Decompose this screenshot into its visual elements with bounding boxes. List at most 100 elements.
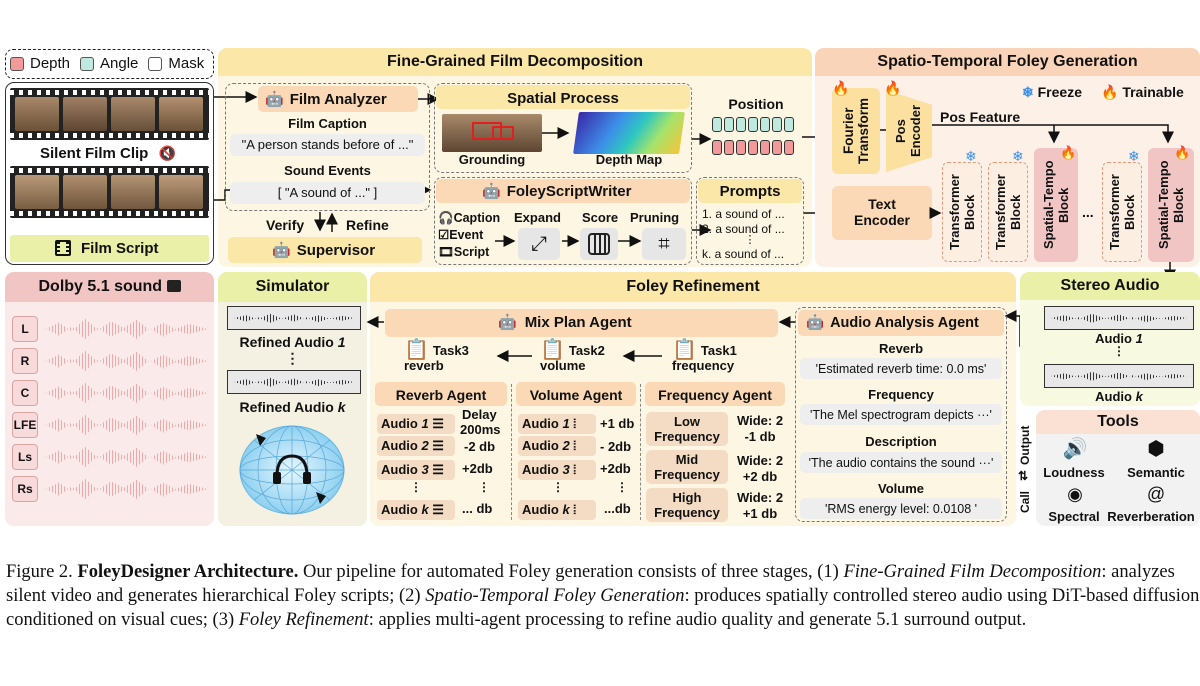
supervisor-label: 🤖Supervisor [272,242,376,259]
volume-audio-3: Audio 3 ⦙ [518,460,596,480]
reverb-agent-label: Reverb Agent [395,387,487,403]
pos-feature-label: Pos Feature [940,109,1021,125]
reverb-agent-header [375,382,507,406]
semantic-icon: ⬢ [1147,438,1165,460]
position-label: Position [728,96,784,112]
volume-val-k: ...db [604,501,631,516]
prompt-k: k. a sound of ... [702,247,785,261]
snowflake-icon: ❄ [1012,148,1024,164]
grounding-label: Grounding [458,152,526,167]
volume-audio-2: Audio 2 ⦙ [518,436,596,456]
robot-icon: 🤖 [806,315,825,331]
checklist-icon: ☑ [438,228,450,242]
stereo-dots: ⋮ [1113,344,1125,358]
fgd-title: Fine-Grained Film Decomposition [218,48,812,76]
equalizer-icon: ☰ [432,502,444,517]
mix-plan-agent-box [385,309,778,337]
description-text: 'The audio contains the sound ···' [808,456,994,470]
film-strip-bottom [10,166,209,218]
sound-events-text-box [230,182,425,204]
refine-label: Refine [346,217,389,233]
film-script-bar [10,235,209,262]
prompt-2: 2. a sound of ... [702,222,785,236]
blocks-ellipsis: ... [1082,204,1094,220]
dolby-channel-lfe: LFE [12,412,38,438]
low-frequency-label: Low Frequency [654,414,720,444]
clipboard-icon: 📋 [540,339,565,361]
silent-film-clip-label: Silent Film Clip 🔇 [40,145,176,162]
audio-analysis-group [795,307,1007,522]
prompt-1: 1. a sound of ... [702,207,785,221]
volume-text-box [800,498,1002,519]
legend-depth: Depth [30,55,71,72]
supervisor-box [228,237,422,263]
frequency-label: Frequency [868,387,934,402]
clipboard-icon: 📋 [672,339,697,361]
refined-audio-1-wave [227,306,361,330]
pruning-label: Pruning [630,210,680,225]
reverb-text: 'Estimated reverb time: 0.0 ms' [815,362,987,376]
dolby-channel-c: C [12,380,38,406]
dolby-title: Dolby 5.1 sound [5,272,214,302]
high-wide: Wide: 2 [736,490,784,505]
frequency-text-box [800,404,1002,425]
transformer-block-2 [988,162,1028,262]
grounding-image [442,114,542,152]
volume-agent-label: Volume Agent [529,387,623,403]
equalizer-icon: ☰ [432,438,444,453]
stereo-audio-1-wave [1044,306,1194,330]
spatial-process-group [434,83,692,173]
clipboard-icon: 📋 [404,339,429,361]
spatial-tempo-block-1 [1034,148,1078,262]
stereo-audio-k-wave [1044,364,1194,388]
high-frequency-box [646,488,728,522]
dolby-channel-rs: Rs [12,476,38,502]
audio-analysis-agent-label: 🤖Audio Analysis Agent [806,315,979,331]
waveform-icon: ⦙ [573,438,577,453]
reverb-val-3: +2db [462,461,493,476]
volume-val-2: - 2db [600,439,632,454]
low-wide: Wide: 2 [736,413,784,428]
ws-script: 🎞Script [438,245,490,259]
low-gain: -1 db [744,429,776,444]
refinement-title: Foley Refinement [370,272,1016,302]
reverb-val-k: ... db [462,501,493,516]
snowflake-icon: ❄ [1128,148,1140,164]
stereo-audio-k-label: Audio k [1095,389,1143,404]
waveform-icon: ⦙ [573,502,577,517]
legend-depth-swatch [10,56,24,71]
reverb-val-dots: ⋮ [478,480,490,494]
simulator-dots: ⋮ [285,350,300,366]
column-divider-2 [640,384,641,520]
transformer-block-1 [942,162,982,262]
dolby-channel-l: L [12,316,38,342]
reverb-audio-3: Audio 3 ☰ [377,460,455,480]
pos-encoder-shape [886,90,932,172]
reverb-dots: ⋮ [410,480,422,494]
reverb-audio-k: Audio k ☰ [377,500,455,520]
snowflake-icon: ❄ [1022,84,1034,100]
legend: Depth Angle Mask [10,55,204,72]
reverberation-icon: @ [1146,484,1166,504]
volume-val-3: +2db [600,461,631,476]
fourier-transform-box [832,88,880,174]
expand-icon: ⤢ [518,228,560,260]
volume-val-dots: ⋮ [616,480,628,494]
waveform-icon: ⦙ [573,462,577,477]
dolby-icon [166,280,181,292]
snowflake-icon: ❄ [965,148,977,164]
headphone-icon: 🎧 [438,211,454,225]
film-caption-text: "A person stands before of ..." [241,137,414,152]
score-label: Score [582,210,619,225]
trainable-legend: 🔥 Trainable [1101,84,1184,100]
text-encoder-label: Text Encoder [853,196,910,229]
robot-icon: 🤖 [272,242,291,259]
high-gain: +1 db [742,506,778,521]
robot-icon: 🤖 [265,91,284,108]
reverb-audio-1: Audio 1 ☰ [377,414,455,434]
script-writer-group [434,177,692,265]
sound-events-label: Sound Events [284,163,371,178]
refined-audio-k-label: Refined Audio k [239,399,346,415]
